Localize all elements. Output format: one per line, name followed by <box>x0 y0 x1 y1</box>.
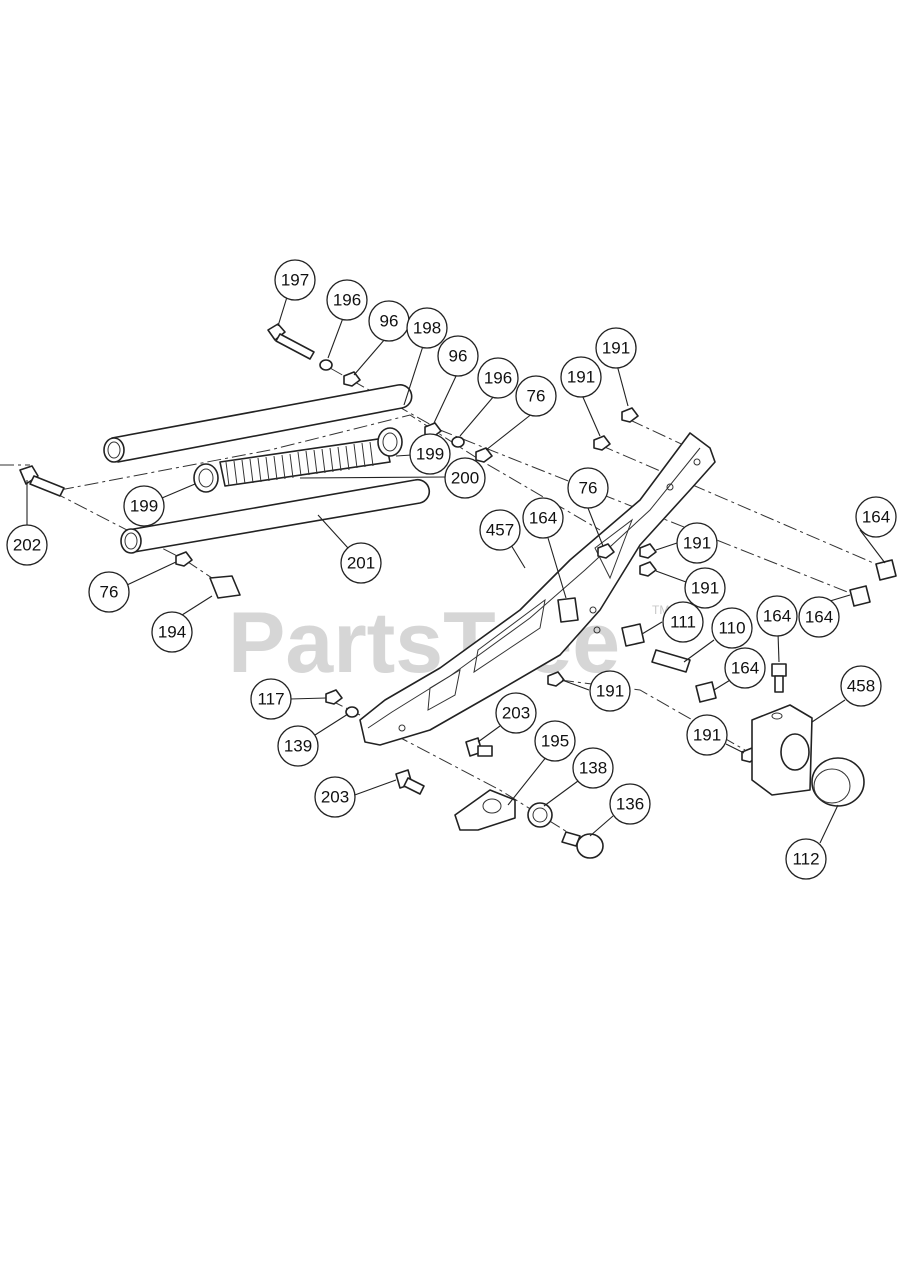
lower-hardware <box>325 689 604 859</box>
callout-part-164[interactable]: 164 <box>522 497 564 539</box>
callout-part-138[interactable]: 138 <box>572 747 614 789</box>
callout-part-191[interactable]: 191 <box>595 327 637 369</box>
callout-part-197[interactable]: 197 <box>274 259 316 301</box>
callout-label: 76 <box>579 479 598 498</box>
callout-label: 195 <box>541 732 569 751</box>
callout-label: 191 <box>567 368 595 387</box>
callout-label: 191 <box>602 339 630 358</box>
top-hardware <box>267 323 493 463</box>
lower-tube <box>120 478 431 554</box>
callout-label: 198 <box>413 319 441 338</box>
callout-part-139[interactable]: 139 <box>277 725 319 767</box>
callout-part-110[interactable]: 110 <box>711 607 753 649</box>
callout-label: 164 <box>862 508 890 527</box>
callout-label: 164 <box>805 608 833 627</box>
callout-part-76[interactable]: 76 <box>567 467 609 509</box>
callout-part-198[interactable]: 198 <box>406 307 448 349</box>
callout-label: 196 <box>333 291 361 310</box>
callout-label: 201 <box>347 554 375 573</box>
callout-part-194[interactable]: 194 <box>151 611 193 653</box>
callout-label: 458 <box>847 677 875 696</box>
callout-label: 191 <box>596 682 624 701</box>
callout-part-96[interactable]: 96 <box>437 335 479 377</box>
callout-part-458[interactable]: 458 <box>840 665 882 707</box>
spring <box>193 427 403 493</box>
left-hardware <box>19 465 241 599</box>
callout-part-96[interactable]: 96 <box>368 300 410 342</box>
main-frame <box>359 432 716 746</box>
callout-part-202[interactable]: 202 <box>6 524 48 566</box>
callout-label: 164 <box>529 509 557 528</box>
callout-part-76[interactable]: 76 <box>88 571 130 613</box>
callout-label: 139 <box>284 737 312 756</box>
callout-label: 199 <box>416 445 444 464</box>
callout-label: 202 <box>13 536 41 555</box>
callout-part-164[interactable]: 164 <box>855 496 897 538</box>
callout-part-164[interactable]: 164 <box>756 595 798 637</box>
bracket <box>751 704 865 807</box>
callout-part-203[interactable]: 203 <box>314 776 356 818</box>
callout-part-201[interactable]: 201 <box>340 542 382 584</box>
callout-part-112[interactable]: 112 <box>785 838 827 880</box>
callout-label: 191 <box>693 726 721 745</box>
callout-label: 117 <box>257 690 284 709</box>
callout-part-196[interactable]: 196 <box>477 357 519 399</box>
callout-part-191[interactable]: 191 <box>676 522 718 564</box>
callout-label: 110 <box>718 619 745 638</box>
callout-part-164[interactable]: 164 <box>798 596 840 638</box>
callout-part-191[interactable]: 191 <box>686 714 728 756</box>
callout-label: 457 <box>486 521 514 540</box>
callout-label: 191 <box>691 579 719 598</box>
callout-part-195[interactable]: 195 <box>534 720 576 762</box>
callout-label: 191 <box>683 534 711 553</box>
callout-label: 194 <box>158 623 186 642</box>
callout-part-457[interactable]: 457 <box>479 509 521 551</box>
callout-part-111[interactable]: 111 <box>662 601 704 643</box>
callout-part-199[interactable]: 199 <box>123 485 165 527</box>
callout-part-203[interactable]: 203 <box>495 692 537 734</box>
callout-label: 111 <box>670 613 696 632</box>
leader-lines <box>26 296 886 844</box>
callout-label: 164 <box>763 607 791 626</box>
callout-label: 76 <box>527 387 546 406</box>
callout-label: 199 <box>130 497 158 516</box>
callout-label: 164 <box>731 659 759 678</box>
callout-label: 96 <box>449 347 468 366</box>
frame-hardware <box>547 407 897 763</box>
callout-part-117[interactable]: 117 <box>250 678 292 720</box>
callout-label: 138 <box>579 759 607 778</box>
callout-part-136[interactable]: 136 <box>609 783 651 825</box>
callout-label: 136 <box>616 795 644 814</box>
callout-part-200[interactable]: 200 <box>444 457 486 499</box>
callout-label: 96 <box>380 312 399 331</box>
callout-part-76[interactable]: 76 <box>515 375 557 417</box>
callout-label: 203 <box>502 704 530 723</box>
upper-tube <box>103 384 413 463</box>
callout-part-191[interactable]: 191 <box>560 356 602 398</box>
callout-label: 112 <box>792 850 819 869</box>
callout-label: 203 <box>321 788 349 807</box>
callout-label: 200 <box>451 469 479 488</box>
callout-label: 76 <box>100 583 119 602</box>
callout-part-196[interactable]: 196 <box>326 279 368 321</box>
callout-part-199[interactable]: 199 <box>409 433 451 475</box>
callout-part-164[interactable]: 164 <box>724 647 766 689</box>
callout-part-191[interactable]: 191 <box>684 567 726 609</box>
callout-part-191[interactable]: 191 <box>589 670 631 712</box>
callout-label: 197 <box>281 271 309 290</box>
callout-label: 196 <box>484 369 512 388</box>
